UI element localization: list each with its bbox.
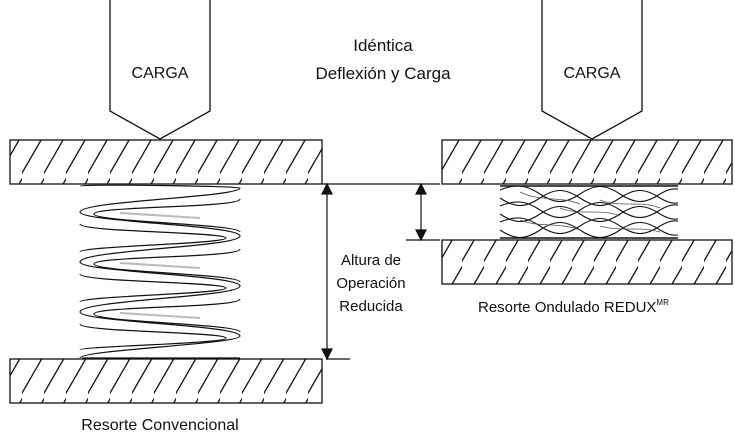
- left-bottom-plate: [9, 358, 323, 404]
- title-line-1: Idéntica: [353, 36, 413, 55]
- height-label-line-1: Altura de: [341, 252, 401, 269]
- wave-spring: [499, 185, 678, 239]
- height-label-background: [332, 245, 414, 319]
- title-line-2: Deflexión y Carga: [315, 64, 451, 83]
- right-load-label: CARGA: [564, 65, 621, 82]
- coil-spring: [79, 184, 241, 359]
- right-top-plate: [441, 139, 733, 185]
- height-label-line-2: Operación: [336, 275, 405, 292]
- right-bottom-plate: [441, 239, 733, 285]
- height-label-line-3: Reducida: [339, 298, 403, 315]
- right-caption: Resorte Ondulado REDUXMR: [478, 298, 669, 316]
- left-load-arrow: CARGA: [109, 0, 211, 140]
- left-top-plate: [9, 139, 323, 185]
- height-dimension: [321, 182, 440, 361]
- left-caption: Resorte Convencional: [81, 417, 238, 434]
- right-caption-superscript: MR: [656, 298, 669, 307]
- right-load-arrow: CARGA: [541, 0, 643, 140]
- right-caption-text: Resorte Ondulado REDUX: [478, 299, 656, 316]
- left-load-label: CARGA: [132, 65, 189, 82]
